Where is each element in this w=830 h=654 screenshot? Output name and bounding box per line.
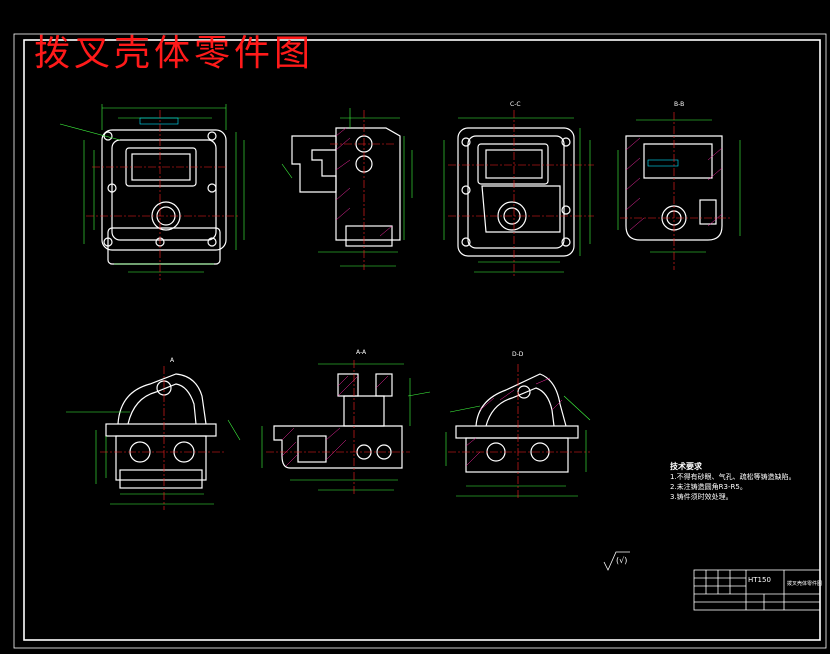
title-block: [693, 569, 821, 611]
section-aa-centerlines: [266, 360, 410, 494]
section-dd-centerlines: [448, 364, 590, 500]
section-dd-dims: [445, 395, 591, 497]
side-view-centerlines: [330, 110, 394, 270]
section-c-dims: [443, 117, 591, 273]
section-aa-dims: [261, 363, 431, 491]
section-c-view: [457, 127, 575, 257]
title-block-name: 拨叉壳体零件图: [787, 581, 823, 587]
front-view-dims: [59, 104, 245, 273]
view-a-centerlines: [100, 366, 224, 510]
section-label-aa: A-A: [356, 349, 367, 356]
tech-requirement-item: 3.铸件须时效处理。: [670, 493, 733, 501]
outer-border: [13, 33, 827, 649]
section-aa-hatch: [281, 375, 389, 467]
section-dd-hatch: [465, 377, 563, 467]
section-aa-view: [273, 373, 403, 469]
side-view-dims: [281, 108, 413, 267]
section-label-a: A: [170, 357, 175, 364]
bolt-holes: [103, 131, 217, 247]
section-b-centerlines: [620, 112, 730, 270]
tech-requirement-item: 1.不得有砂眼、气孔、疏松等铸造缺陷。: [670, 473, 796, 481]
section-c-centerlines: [448, 110, 594, 278]
front-view-centerlines: [86, 110, 238, 280]
drawing-title: 拨叉壳体零件图: [34, 33, 315, 74]
inner-border: [23, 39, 821, 641]
tech-requirement-item: 2.未注铸造圆角R3-R5。: [670, 483, 747, 491]
roughness-note: (√): [616, 556, 628, 565]
section-label-b: B-B: [674, 101, 684, 108]
section-b-hatch: [625, 137, 723, 231]
roughness-symbol: [603, 551, 630, 571]
side-view-hatch: [335, 127, 393, 237]
tech-requirements: 技术要求 1.不得有砂眼、气孔、疏松等铸造缺陷。 2.未注铸造圆角R3-R5。 …: [670, 462, 796, 502]
title-block-material: HT150: [748, 576, 771, 584]
tech-requirements-heading: 技术要求: [670, 462, 702, 471]
section-label-c: C-C: [510, 101, 521, 108]
view-a-dims: [66, 411, 241, 505]
section-label-dd: D-D: [512, 351, 524, 358]
